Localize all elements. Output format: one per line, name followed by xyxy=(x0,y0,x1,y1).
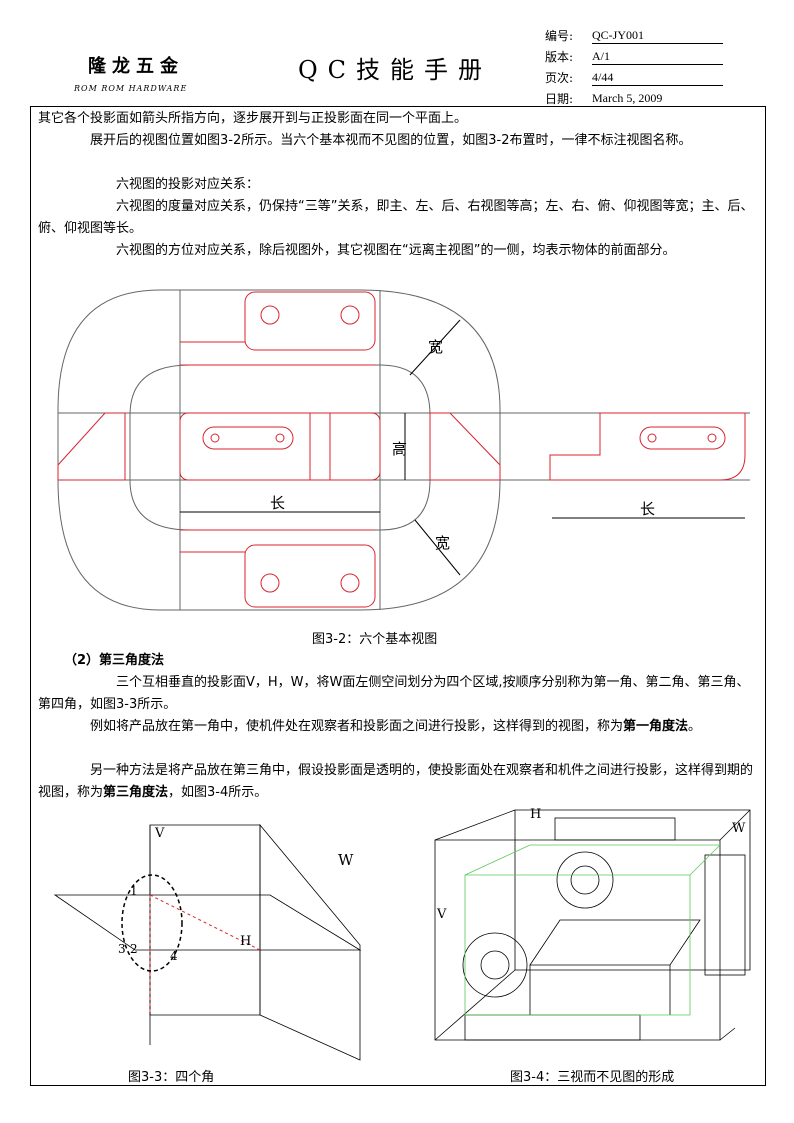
label-w-plane: W xyxy=(732,821,746,836)
paragraph-projection-heading: 六视图的投影对应关系： xyxy=(116,177,260,192)
first-angle-term: 第一角度法 xyxy=(623,719,689,734)
manual-title: QC技能手册 xyxy=(298,56,493,84)
label-length-left: 长 xyxy=(270,494,285,512)
date-label: 日期: xyxy=(545,92,574,106)
label-length-right: 长 xyxy=(640,500,655,518)
angle-4: 4 xyxy=(170,949,178,963)
figure-four-angles: V W H 1 2 3 4 xyxy=(53,823,362,1061)
page-value: 4/44 xyxy=(592,70,723,86)
date-value: March 5, 2009 xyxy=(592,91,723,107)
doc-number-value: QC-JY001 xyxy=(592,28,723,44)
figure-3-3-caption: 图3-3：四个角 xyxy=(128,1070,215,1085)
paragraph-four-angles: 三个互相垂直的投影面V，H，W，将W面左侧空间划分为四个区域,按顺序分别称为第一… xyxy=(38,675,750,712)
page-frame xyxy=(30,106,766,1086)
label-v: V xyxy=(154,826,165,841)
label-h-plane: H xyxy=(530,807,541,822)
version-value: A/1 xyxy=(592,49,723,65)
angle-2: 2 xyxy=(130,942,138,956)
label-width-top: 宽 xyxy=(428,338,443,356)
paragraph-third-angle: 另一种方法是将产品放在第三角中，假设投影面是透明的，使投影面处在观察者和机件之间… xyxy=(38,760,756,804)
third-angle-term: 第三角度法 xyxy=(103,785,169,800)
first-angle-end: 。 xyxy=(688,719,702,734)
page-label: 页次: xyxy=(545,71,574,85)
paragraph-orientation: 六视图的方位对应关系，除后视图外，其它视图在“远离主视图”的一侧，均表示物体的前… xyxy=(116,243,676,258)
figure-3-2-caption: 图3-2：六个基本视图 xyxy=(312,632,438,647)
doc-number-label: 编号: xyxy=(545,29,574,43)
third-angle-end: ，如图3-4所示。 xyxy=(168,785,268,800)
angle-1: 1 xyxy=(130,884,138,898)
paragraph-unfold: 其它各个投影面如箭头所指方向，逐步展开到与正投影面在同一个平面上。 xyxy=(38,111,468,126)
angle-3: 3 xyxy=(118,942,126,956)
first-angle-text: 例如将产品放在第一角中，使机件处在观察者和投影面之间进行投影，这样得到的视图，称… xyxy=(90,719,624,734)
figure-3-4-caption: 图3-4：三视而不见图的形成 xyxy=(510,1070,675,1085)
label-width-bottom: 宽 xyxy=(435,534,450,552)
third-angle-text: 另一种方法是将产品放在第三角中，假设投影面是透明的，使投影面处在观察者和机件之间… xyxy=(38,763,754,800)
version-label: 版本: xyxy=(545,50,574,64)
figure-six-views: 宽 高 长 长 宽 xyxy=(57,289,750,611)
label-h: H xyxy=(240,934,251,949)
company-name-en: ROM ROM HARDWARE xyxy=(74,84,188,93)
label-w: W xyxy=(338,851,354,869)
paragraph-measure: 六视图的度量对应关系，仍保持“三等”关系，即主、左、后、右视图等高；左、右、俯、… xyxy=(38,199,754,236)
paragraph-layout: 展开后的视图位置如图3-2所示。当六个基本视而不见图的位置，如图3-2布置时，一… xyxy=(90,133,692,148)
label-v-plane: V xyxy=(436,907,447,922)
label-height: 高 xyxy=(392,440,407,458)
paragraph-first-angle: 例如将产品放在第一角中，使机件处在观察者和投影面之间进行投影，这样得到的视图，称… xyxy=(38,716,756,738)
company-name-cn: 隆龙五金 xyxy=(88,56,184,77)
figure-third-angle: H W V xyxy=(434,807,751,1041)
section-title: （2）第三角度法 xyxy=(64,653,165,668)
